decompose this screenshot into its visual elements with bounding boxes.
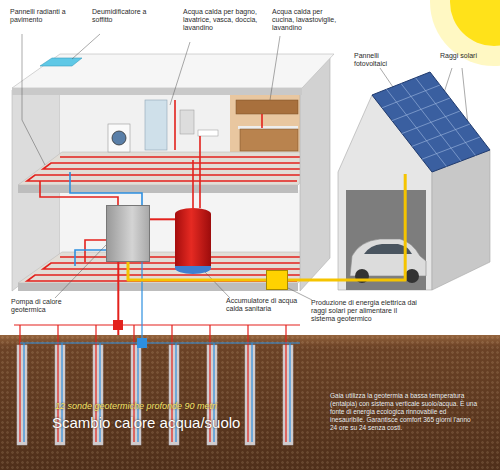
heating-pipes — [70, 172, 142, 205]
hot-water-tank: Accumulatore di acqua calda sanitaria — [175, 208, 211, 274]
leader-line — [205, 272, 230, 298]
power-line — [288, 174, 405, 280]
probe-supply-pipes — [14, 324, 300, 325]
probe-return-pipes — [251, 343, 252, 442]
garage — [346, 190, 426, 290]
heating-pipes — [40, 100, 262, 266]
sun — [450, 0, 500, 46]
leader-line — [22, 34, 468, 300]
callout-label: Acqua calda per bagno, lavatrice, vasca,… — [183, 8, 265, 32]
kitchen-cabinets — [238, 126, 298, 129]
note-text: Gaia utilizza la geotermia a bassa tempe… — [330, 392, 478, 432]
probe-return-pipes — [141, 262, 142, 343]
heating-pipes — [199, 136, 201, 208]
probe-caption: 12 sonde geotermiche profonde 90 metri — [55, 401, 285, 411]
kitchen-cabinets — [240, 129, 298, 151]
water-pipe — [150, 218, 175, 220]
kitchen-cabinets — [236, 100, 298, 151]
leader-line — [22, 34, 45, 165]
heating-pipes — [85, 240, 106, 262]
house-shell — [300, 56, 330, 291]
leader-line — [55, 245, 106, 298]
leader-line — [170, 42, 190, 105]
house — [12, 56, 330, 291]
bathroom-fixtures — [145, 100, 167, 150]
house-shell — [12, 54, 334, 88]
house — [18, 152, 328, 185]
sun — [430, 0, 500, 66]
leader-line — [270, 36, 280, 100]
probe-tubes — [245, 345, 255, 445]
probe-tubes — [283, 345, 293, 445]
callout-text: Produzione di energia elettrica dai ragg… — [311, 299, 423, 323]
bathroom-fixtures — [180, 110, 194, 134]
heating-pipes — [261, 114, 263, 128]
bathroom-fixtures — [108, 124, 130, 152]
callout-text: Pompa di calore geotermica — [11, 298, 75, 314]
probe-return-pipes — [23, 343, 24, 442]
house-shell — [12, 54, 334, 291]
house-shell — [12, 88, 302, 95]
panel-grid — [416, 78, 476, 156]
kitchen-cabinets — [236, 100, 298, 114]
solar-panel — [372, 72, 490, 172]
panel-grid — [387, 89, 447, 166]
garage — [432, 150, 490, 290]
heat-pump: Pompa di calore geotermica — [106, 205, 150, 262]
garage — [405, 269, 419, 283]
pipe-junction — [137, 338, 147, 348]
callout-text: Pannelli fotovoltaici — [354, 52, 404, 68]
callout-label: Raggi solari — [440, 52, 480, 60]
callout-label: Pannelli radianti a pavimento — [10, 8, 68, 24]
sun — [430, 0, 500, 66]
bathroom-fixtures — [112, 131, 126, 145]
solar-panel-roof: Pannelli fotovoltaici — [368, 70, 492, 174]
probe-tubes — [17, 345, 27, 445]
house — [18, 185, 298, 193]
heating-pipes — [75, 250, 106, 266]
panel-grid — [401, 84, 461, 162]
probe-return-pipes — [289, 343, 290, 442]
leader-line — [72, 34, 100, 59]
heating-pipes — [174, 100, 176, 150]
house-shell — [40, 58, 82, 66]
water-pipe — [117, 262, 119, 335]
callout-label: Deumidificatore a soffitto — [92, 8, 154, 24]
callout-text: Accumulatore di acqua calda sanitaria — [226, 297, 298, 313]
callout-label: Acqua calda per cucina, lavastoviglie, l… — [272, 8, 346, 32]
house — [18, 283, 298, 291]
bathroom-fixtures — [198, 130, 218, 136]
heating-pipes — [192, 160, 194, 208]
heading-text: Scambio calore acqua/suolo — [52, 414, 312, 431]
inverter-box: Produzione di energia elettrica dai ragg… — [266, 270, 288, 290]
solar-panel — [368, 70, 492, 174]
bathroom-fixtures — [108, 100, 218, 152]
